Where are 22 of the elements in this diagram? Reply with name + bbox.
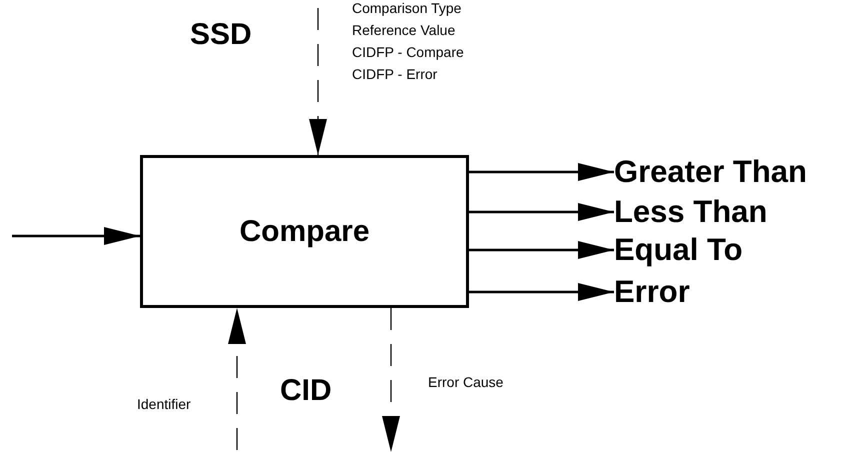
output-label: Less Than — [614, 194, 768, 230]
dashed-arrow — [228, 308, 246, 450]
arrow — [469, 203, 614, 221]
output-label: Equal To — [614, 232, 743, 268]
process-box — [140, 155, 469, 308]
arrow — [469, 283, 614, 301]
input-label: Reference Value — [352, 22, 456, 38]
input-label: CIDFP - Compare — [352, 44, 464, 60]
output-label: Error — [614, 274, 690, 310]
arrow — [469, 163, 614, 181]
arrow — [12, 227, 140, 245]
dashed-arrow — [309, 8, 327, 155]
arrow — [469, 241, 614, 259]
input-label: Comparison Type — [352, 0, 462, 16]
output-label: Greater Than — [614, 154, 807, 190]
dashed-arrow — [382, 308, 400, 452]
input-label: Identifier — [137, 396, 191, 412]
process-label: Compare — [239, 214, 370, 248]
input-label: CIDFP - Error — [352, 66, 438, 82]
output-label: Error Cause — [428, 374, 504, 390]
section-label: SSD — [190, 18, 252, 52]
section-label: CID — [280, 374, 332, 408]
